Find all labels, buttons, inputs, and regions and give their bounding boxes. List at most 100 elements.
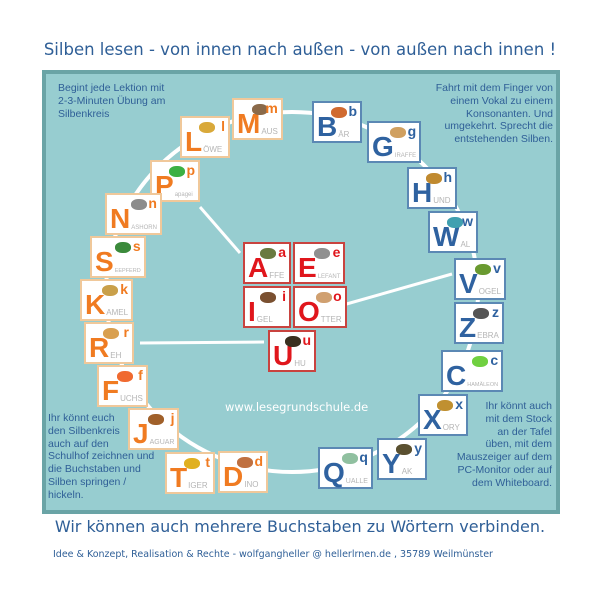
- note-bottom-right-text: Ihr könnt auch mit dem Stock an der Tafe…: [456, 400, 552, 489]
- card-lowercase: r: [123, 324, 129, 340]
- animal-icon: [341, 453, 358, 464]
- page-title: Silben lesen - von innen nach außen - vo…: [43, 40, 557, 59]
- card-lowercase: h: [443, 169, 452, 185]
- animal-icon: [474, 264, 491, 275]
- card-word-rest: UCHS: [120, 394, 143, 403]
- card-word-rest: HU: [294, 359, 306, 368]
- note-top-right-text: Fahrt mit dem Finger von einem Vokal zu …: [435, 82, 553, 146]
- card-capital: K: [85, 289, 106, 320]
- card-capital: S: [95, 246, 114, 277]
- card-lowercase: s: [132, 238, 141, 254]
- card-word-rest: AMEL: [106, 308, 129, 317]
- card-lowercase: n: [148, 195, 157, 211]
- card-capital: C: [446, 360, 467, 391]
- card-lowercase: f: [138, 367, 143, 383]
- card-capital: U: [273, 340, 294, 371]
- card-capital: R: [89, 332, 110, 363]
- card-word-rest: UALLE: [345, 478, 368, 485]
- footer-credits: Idee & Konzept, Realisation & Rechte - w…: [53, 549, 493, 560]
- card-capital: M: [237, 108, 261, 139]
- card-lowercase: t: [205, 454, 210, 470]
- animal-icon: [237, 457, 253, 468]
- card-lowercase: x: [455, 396, 463, 412]
- animal-icon: [437, 400, 453, 411]
- card-word-rest: AUS: [261, 127, 278, 136]
- animal-icon: [251, 104, 268, 115]
- animal-icon: [130, 199, 147, 210]
- card-word-rest: EH: [110, 351, 122, 360]
- card-word-rest: EBRA: [477, 331, 499, 340]
- card-word-rest: IRAFFE: [394, 153, 417, 159]
- card-word-rest: INO: [244, 480, 259, 489]
- card-word-rest: apagei: [174, 192, 193, 198]
- card-lowercase: v: [493, 260, 501, 276]
- card-capital: F: [102, 375, 120, 406]
- animal-icon: [396, 444, 412, 455]
- animal-icon: [114, 242, 131, 253]
- website-url[interactable]: www.lesegrundschule.de: [225, 400, 369, 414]
- card-word-rest: UND: [433, 196, 451, 205]
- card-capital: Z: [459, 312, 477, 343]
- animal-icon: [260, 292, 276, 303]
- animal-icon: [314, 248, 331, 259]
- card-lowercase: y: [414, 440, 422, 456]
- animal-icon: [116, 371, 133, 382]
- note-top-right: Fahrt mit dem Finger von einem Vokal zu …: [415, 82, 553, 146]
- animal-icon: [331, 107, 347, 118]
- card-lowercase: d: [254, 453, 263, 469]
- card-capital: V: [459, 268, 478, 299]
- card-capital: Y: [382, 448, 401, 479]
- animal-icon: [102, 285, 119, 296]
- card-capital: O: [298, 296, 320, 327]
- card-lowercase: b: [348, 103, 357, 119]
- card-word-rest: IGER: [188, 481, 208, 490]
- animal-icon: [390, 127, 407, 138]
- card-word-rest: AGUAR: [149, 439, 175, 446]
- card-lowercase: w: [462, 213, 473, 229]
- card-lowercase: a: [278, 244, 286, 260]
- card-lowercase: m: [265, 100, 278, 116]
- card-capital: I: [248, 296, 256, 327]
- card-capital: H: [412, 177, 433, 208]
- card-lowercase: k: [120, 281, 129, 297]
- card-word-rest: TTER: [320, 315, 342, 324]
- card-word-rest: ÄR: [338, 130, 350, 139]
- card-capital: P: [155, 170, 174, 201]
- note-top-left: Begint jede Lektion mit 2-3-Minuten Übun…: [58, 82, 168, 120]
- card-lowercase: q: [359, 449, 368, 465]
- card-lowercase: o: [333, 288, 342, 304]
- note-bottom-left: Ihr könnt euch den Silbenkreis auch auf …: [48, 412, 164, 502]
- animal-icon: [184, 458, 200, 469]
- footer-headline: Wir können auch mehrere Buchstaben zu Wö…: [54, 517, 546, 536]
- card-lowercase: u: [302, 332, 311, 348]
- animal-icon: [473, 308, 489, 319]
- card-capital: E: [298, 252, 317, 283]
- card-lowercase: c: [490, 352, 499, 368]
